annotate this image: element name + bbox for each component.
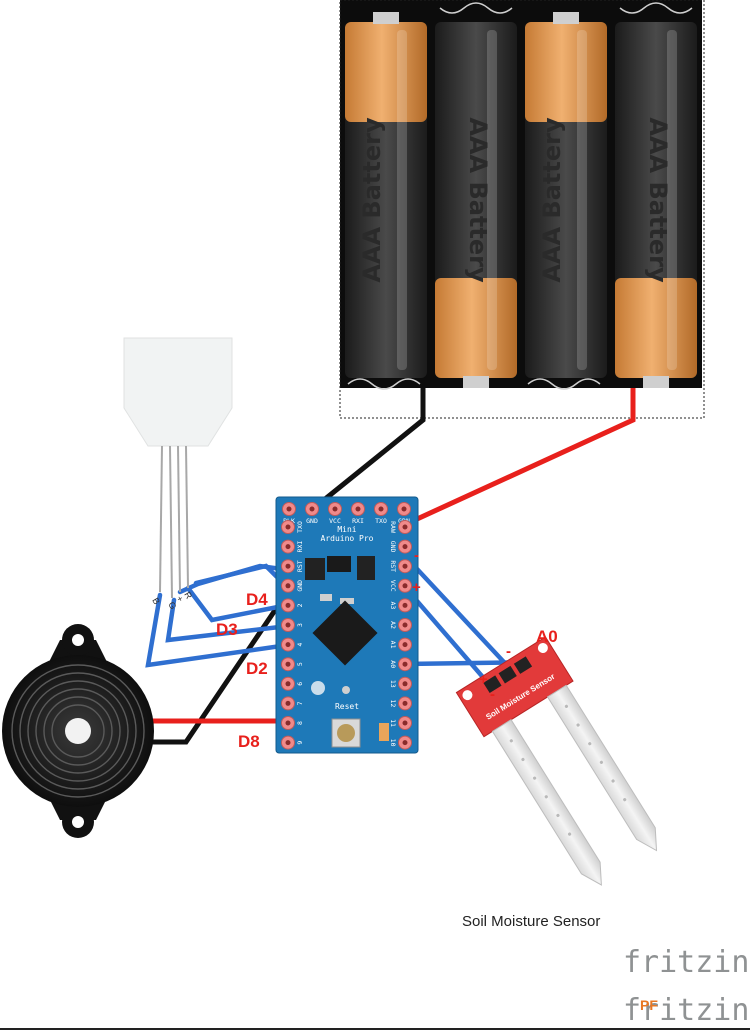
label-sensor-plus: + (479, 671, 488, 688)
wire-battery-raw (402, 388, 636, 528)
board-name-line1: Mini (337, 525, 356, 534)
reset-button (337, 724, 355, 742)
board-name-line2: Arduino Pro (321, 534, 374, 543)
left-pin-label: 8 (296, 721, 304, 725)
left-pin-label: 4 (296, 643, 304, 647)
right-pin-label: A0 (389, 660, 397, 668)
wire-led-green-d3 (165, 597, 291, 643)
piezo-buzzer (2, 624, 154, 838)
right-pin-label: GND (389, 541, 397, 553)
battery-cell-label: AAA Battery (644, 117, 672, 283)
left-pin-label: 3 (296, 623, 304, 627)
battery-cell-1: AAA Battery (345, 12, 427, 378)
soil-moisture-sensor: Soil Moisture Sensor (455, 636, 658, 886)
label-sensor-minus: - (490, 686, 495, 703)
led-pin-label: + (174, 594, 185, 604)
arduino-pro-mini: BLKGNDVCCRXITXOGRN TXORXIRSTGND23456789 … (275, 496, 419, 754)
led-diffuser (123, 337, 233, 447)
wire-vcc-sensor (401, 583, 497, 693)
battery-footprint-outline (339, 0, 705, 419)
sensor-caption: Soil Moisture Sensor (462, 913, 600, 930)
label-board-minus: - (414, 547, 419, 564)
left-pin-label: 7 (296, 701, 304, 705)
battery-cell-label: AAA Battery (538, 117, 566, 283)
label-d8: D8 (238, 732, 260, 751)
right-pin-label: VCC (389, 580, 397, 592)
top-pin-label: VCC (329, 517, 341, 525)
left-pin-label: 9 (296, 741, 304, 745)
fritzing-watermark: fritzing (623, 945, 750, 980)
top-pin-label: GND (306, 517, 318, 525)
right-pin-label: RAW (389, 521, 397, 533)
battery-cell-4: AAA Battery (615, 22, 697, 388)
battery-cell-2: AAA Battery (435, 22, 517, 388)
battery-springs (347, 2, 693, 390)
left-pin-label: RST (296, 560, 304, 572)
led-pin-label: B (150, 596, 162, 606)
microcontroller-chip (312, 600, 378, 666)
right-pin-label: RST (389, 560, 397, 572)
sensor-probe-right (546, 684, 658, 852)
label-d3: D3 (216, 620, 238, 639)
sensor-probe-left (491, 719, 602, 886)
right-pin-label: 10 (389, 739, 397, 747)
pin-annotations: D4 D3 D2 D8 A0 + - - + - (216, 547, 558, 751)
reset-label: Reset (335, 702, 359, 711)
led-pin-label: R (182, 590, 194, 601)
fritzing-badge: PF (640, 997, 658, 1013)
left-pin-label: GND (296, 580, 304, 592)
right-pin-label: A2 (389, 621, 397, 629)
left-pin-label: 5 (296, 662, 304, 666)
wire-led-red-d4 (185, 585, 291, 623)
battery-cell-label: AAA Battery (358, 117, 386, 283)
top-pin-label: TXO (375, 517, 387, 525)
top-pin-label: RXI (352, 517, 364, 525)
battery-pack: AAA Battery AAA Battery AAA Battery AAA Bat… (339, 0, 705, 419)
led-pin-label: G (166, 600, 178, 611)
fritzing-watermark-2: fritzing (623, 993, 750, 1028)
wire-led-blue-d2 (145, 592, 291, 668)
left-pin-label: 2 (296, 603, 304, 607)
left-pin-label: 6 (296, 682, 304, 686)
left-pin-label: TXO (296, 521, 304, 533)
battery-cell-3: AAA Battery (525, 12, 607, 378)
buzzer-center (65, 718, 91, 744)
right-pin-label: 13 (389, 680, 397, 688)
label-board-plus: + (412, 579, 421, 596)
right-pin-label: 11 (389, 719, 397, 727)
label-d4: D4 (246, 590, 268, 609)
sensor-board (455, 636, 574, 738)
label-a0-minus: - (506, 643, 511, 660)
right-pin-label: A3 (389, 601, 397, 609)
wire-battery-gnd (312, 388, 426, 510)
label-d2: D2 (246, 659, 268, 678)
label-a0: A0 (536, 627, 558, 646)
right-pin-label: A1 (389, 641, 397, 649)
wire-buzzer-gnd (150, 586, 293, 745)
right-pin-label: 12 (389, 699, 397, 707)
battery-cell-label: AAA Battery (464, 117, 492, 283)
left-pin-label: RXI (296, 541, 304, 553)
